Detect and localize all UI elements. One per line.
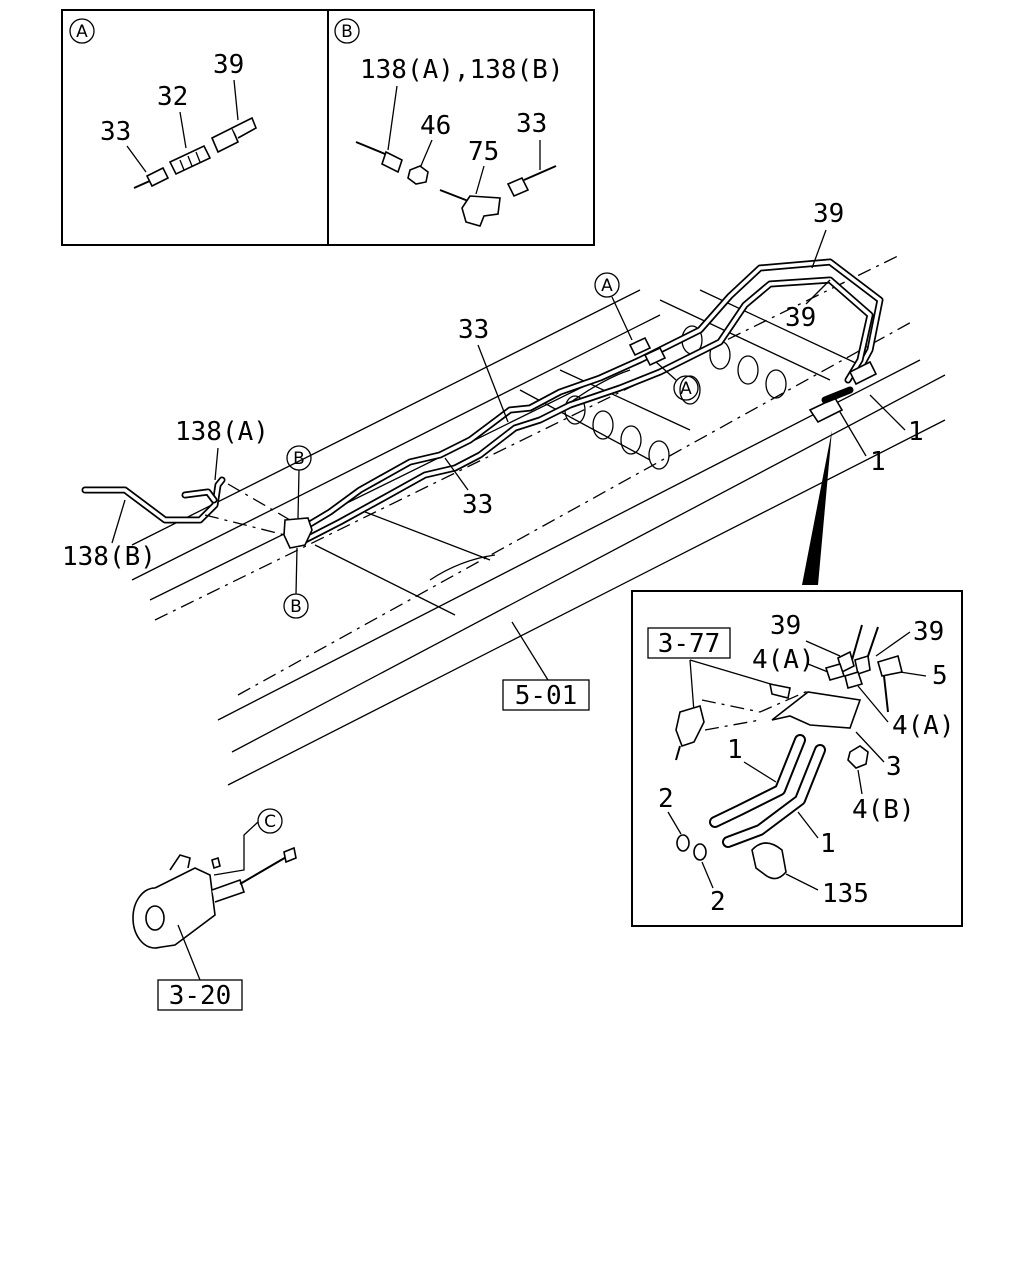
label-4a-right: 4(A): [892, 711, 955, 741]
main-labels: 39 39 33 33 138(A) 138(B) 1 1 A A B: [62, 199, 924, 711]
tee-b-part: [283, 517, 313, 549]
label-75: 75: [468, 137, 499, 167]
bracket-3-part: [771, 691, 862, 729]
label-138ab: 138(A),138(B): [360, 55, 564, 85]
label-3: 3: [886, 752, 902, 782]
label-39-left: 39: [770, 611, 801, 641]
label-33-lower: 33: [462, 490, 493, 520]
label-138a: 138(A): [175, 417, 269, 447]
label-1-lower-hose: 1: [820, 829, 836, 859]
detail-callout-pointer: [802, 430, 832, 585]
label-33: 33: [100, 117, 131, 147]
svg-text:A: A: [601, 276, 613, 296]
nut-4b-part[interactable]: [847, 745, 869, 769]
brake-hose-1-part[interactable]: [709, 734, 826, 848]
label-138b: 138(B): [62, 542, 156, 572]
label-5: 5: [932, 661, 948, 691]
svg-text:3-77: 3-77: [658, 629, 721, 659]
label-1-lower: 1: [870, 447, 886, 477]
label-39: 39: [213, 50, 244, 80]
label-135: 135: [822, 879, 869, 909]
label-46: 46: [420, 111, 451, 141]
label-4a-left: 4(A): [752, 645, 815, 675]
inset-a: A 33 32 39: [69, 18, 258, 189]
marker-c[interactable]: C: [257, 808, 283, 834]
sensor-part[interactable]: [675, 704, 705, 761]
marker-b-bottom[interactable]: B: [283, 547, 309, 619]
detail-box: 3-77 39 39 4(A) 4(A) 5: [631, 590, 963, 927]
label-2-upper: 2: [658, 784, 674, 814]
svg-text:5-01: 5-01: [515, 681, 578, 711]
inset-a-badge[interactable]: A: [69, 18, 95, 44]
inset-b: B 138(A),138(B) 46 75 33: [334, 18, 564, 227]
label-39-mid: 39: [785, 303, 816, 333]
svg-text:C: C: [264, 812, 276, 832]
pipe-33-part[interactable]: [133, 166, 170, 189]
tee-75-part[interactable]: [439, 189, 501, 227]
svg-text:A: A: [680, 379, 692, 399]
svg-text:3-20: 3-20: [169, 981, 232, 1011]
gasket-2-part[interactable]: [676, 834, 707, 861]
marker-a-top[interactable]: A: [594, 272, 633, 341]
pipe-33-part-b[interactable]: [506, 165, 557, 198]
label-39-top: 39: [813, 199, 844, 229]
label-1-upper: 1: [908, 417, 924, 447]
pipe-138-part[interactable]: [355, 141, 403, 174]
label-33-upper: 33: [458, 315, 489, 345]
vacuum-pump-motor[interactable]: [132, 821, 297, 949]
brake-pipes[interactable]: [81, 258, 884, 549]
marker-a-bottom[interactable]: A: [655, 361, 699, 401]
svg-text:B: B: [293, 449, 305, 469]
clip-135-part[interactable]: [751, 842, 787, 880]
chassis-frame: [131, 254, 946, 786]
label-4b: 4(B): [852, 795, 915, 825]
label-33: 33: [516, 109, 547, 139]
ref-box-3-20[interactable]: 3-20: [157, 924, 243, 1011]
pipe-39-part[interactable]: [210, 116, 258, 154]
ref-box-5-01[interactable]: 5-01: [502, 621, 590, 711]
label-32: 32: [157, 82, 188, 112]
bolt-5-part[interactable]: [877, 654, 903, 713]
inset-box: [61, 9, 595, 246]
nut-46-part[interactable]: [407, 165, 429, 185]
label-1-upper-hose: 1: [727, 735, 743, 765]
svg-text:B: B: [290, 597, 302, 617]
marker-b-top[interactable]: B: [286, 445, 312, 519]
svg-text:B: B: [341, 22, 353, 42]
ref-box-3-77[interactable]: 3-77: [647, 627, 731, 659]
inset-b-badge[interactable]: B: [334, 18, 360, 44]
svg-text:A: A: [76, 22, 88, 42]
label-39-right: 39: [913, 617, 944, 647]
union-32-part[interactable]: [168, 144, 212, 176]
label-2-lower: 2: [710, 887, 726, 917]
